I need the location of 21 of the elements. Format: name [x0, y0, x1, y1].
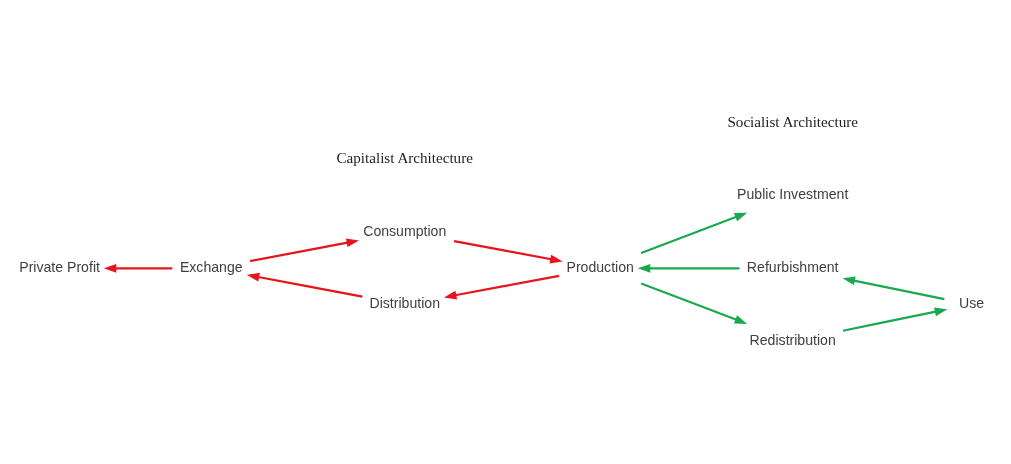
arrow — [637, 263, 740, 273]
arrow — [443, 274, 560, 300]
node-text: Private Profit — [19, 259, 100, 276]
node-text: Refurbishment — [746, 259, 839, 276]
node-text: Production — [566, 259, 634, 276]
node-text: Redistribution — [749, 331, 836, 348]
arrow — [246, 272, 363, 298]
arrow — [842, 276, 945, 301]
node-text: Exchange — [179, 259, 243, 276]
node-text: Public Investment — [737, 186, 849, 203]
node-text: Consumption — [363, 222, 447, 239]
arrow — [842, 307, 948, 332]
arrow — [640, 212, 748, 255]
label: Capitalist Architecture — [336, 149, 473, 166]
arrow — [640, 282, 748, 324]
arrow — [103, 263, 173, 273]
label: Socialist Architecture — [727, 113, 858, 130]
node-text: Use — [959, 295, 985, 312]
arrow — [249, 238, 360, 263]
node-text: Distribution — [369, 295, 440, 312]
arrow — [453, 239, 563, 264]
